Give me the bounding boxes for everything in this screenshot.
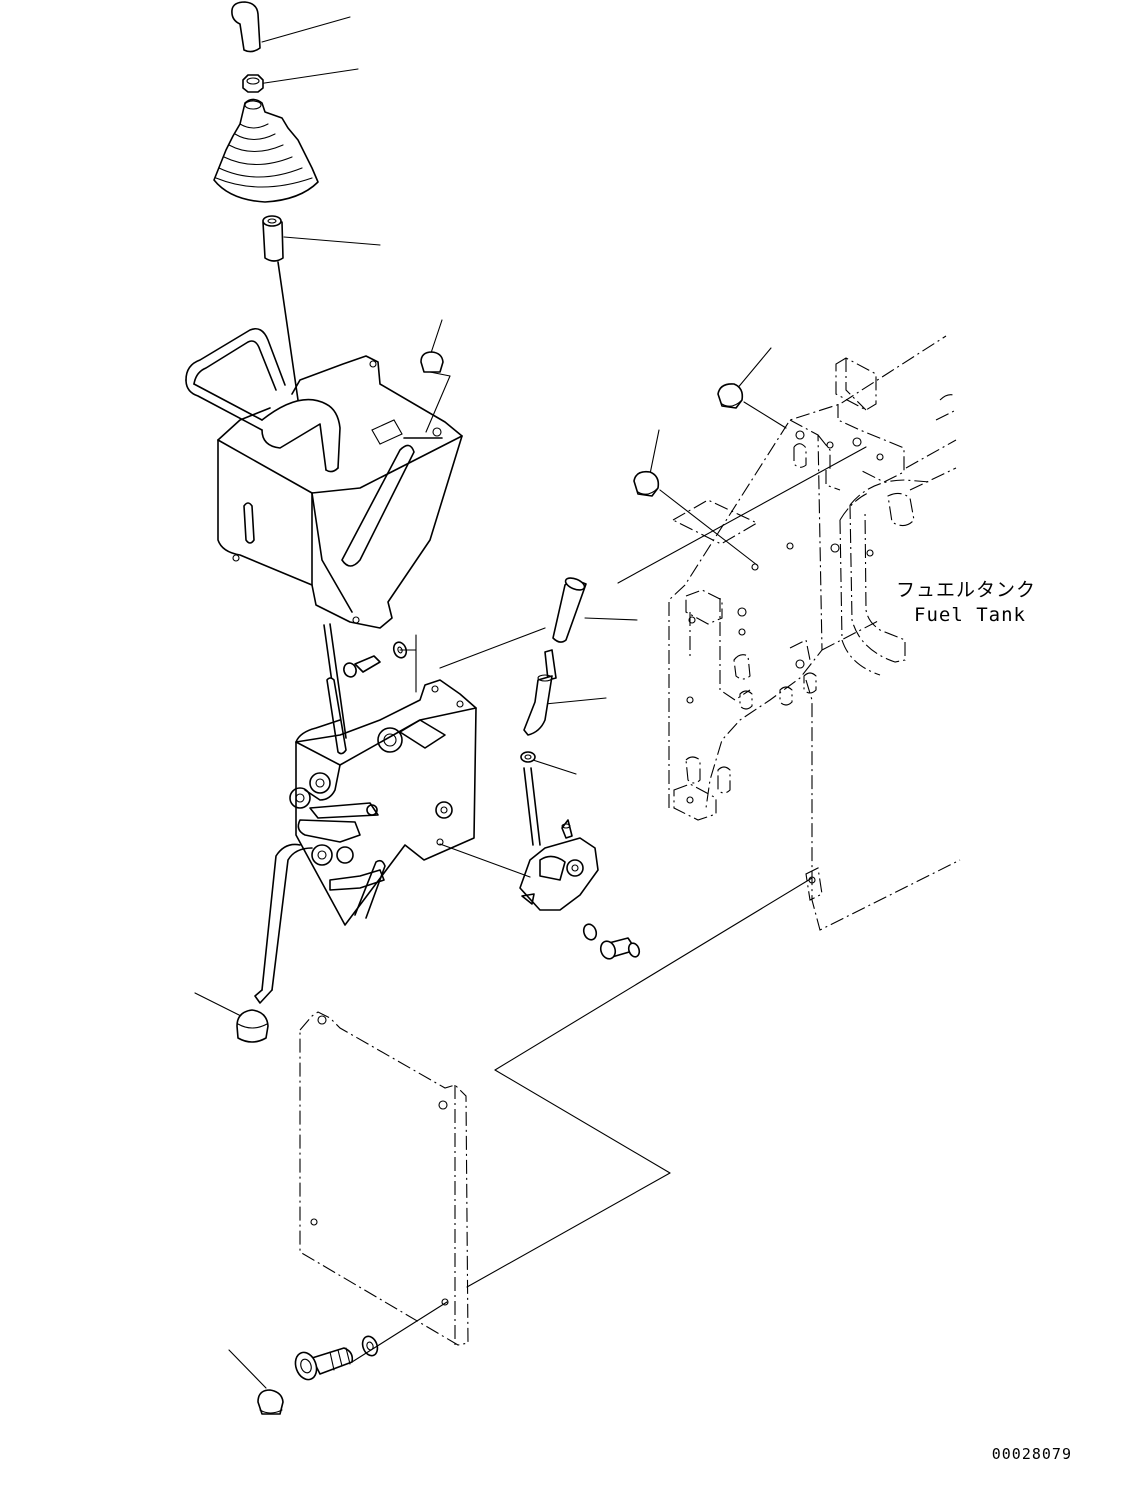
cover-with-handle [185,327,463,629]
document-number: 00028079 [992,1445,1072,1463]
fuel-valve-washer [520,751,536,763]
fuel-tank-label-jp: フュエルタンク [896,579,1036,601]
valve-bolt [343,641,408,678]
side-panel [299,1011,469,1346]
fuel-valve-stem [523,649,557,736]
nut [242,74,264,93]
connection-lines [351,371,867,1363]
control-valve [289,623,477,926]
fuel-tank-label-en: Fuel Tank [914,604,1026,626]
ball-knob [236,1009,269,1043]
fuel-valve-knob [552,577,587,643]
bottom-fasteners [257,1335,379,1415]
fuel-valve-body [519,767,599,911]
frame-plugs [633,383,744,497]
leader-lines [194,16,772,1389]
cover-plug [420,351,444,373]
fuel-valve-bolt [582,923,641,960]
rubber-boot [213,98,319,203]
lever-rod [277,261,299,401]
lever-knob [231,1,261,53]
lower-lever [254,843,313,1004]
frame-structure [668,335,961,931]
lever-sleeve [262,215,284,262]
